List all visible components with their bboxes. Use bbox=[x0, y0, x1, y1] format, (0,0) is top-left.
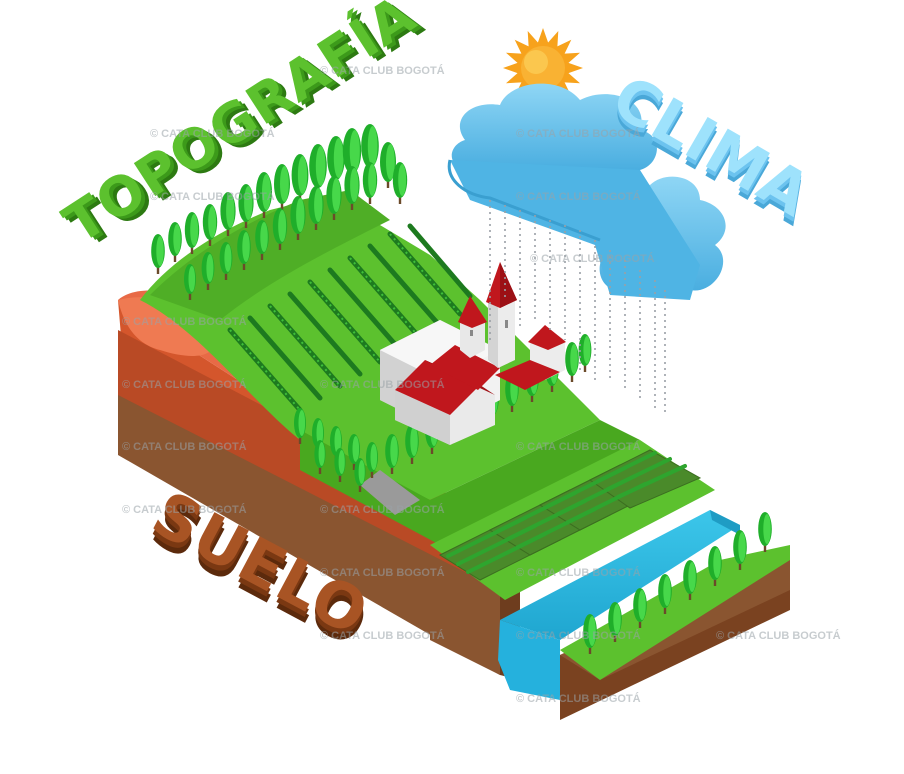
svg-text:© CATA CLUB BOGOTÁ: © CATA CLUB BOGOTÁ bbox=[122, 315, 247, 328]
tree-icon bbox=[255, 220, 269, 260]
tree-icon bbox=[683, 560, 697, 600]
tree-icon bbox=[578, 334, 592, 372]
svg-text:© CATA CLUB BOGOTÁ: © CATA CLUB BOGOTÁ bbox=[516, 629, 641, 642]
tree-icon bbox=[238, 184, 254, 228]
svg-text:© CATA CLUB BOGOTÁ: © CATA CLUB BOGOTÁ bbox=[516, 566, 641, 579]
tree-icon bbox=[168, 222, 182, 262]
tree-icon bbox=[201, 252, 215, 290]
tree-icon bbox=[202, 204, 218, 246]
tree-icon bbox=[184, 212, 200, 254]
tree-icon bbox=[220, 192, 236, 236]
tree-icon bbox=[658, 574, 672, 614]
tree-icon bbox=[294, 408, 306, 444]
svg-text:© CATA CLUB BOGOTÁ: © CATA CLUB BOGOTÁ bbox=[320, 503, 445, 516]
tree-icon bbox=[708, 546, 722, 586]
svg-text:© CATA CLUB BOGOTÁ: © CATA CLUB BOGOTÁ bbox=[122, 440, 247, 453]
tree-icon bbox=[237, 230, 251, 270]
tree-icon bbox=[633, 588, 647, 628]
svg-text:© CATA CLUB BOGOTÁ: © CATA CLUB BOGOTÁ bbox=[122, 503, 247, 516]
svg-text:© CATA CLUB BOGOTÁ: © CATA CLUB BOGOTÁ bbox=[516, 127, 641, 140]
tree-icon bbox=[184, 264, 196, 300]
church-icon bbox=[380, 262, 566, 445]
river-icon bbox=[498, 510, 740, 700]
tree-icon bbox=[308, 186, 324, 230]
tree-icon bbox=[274, 164, 290, 210]
tree-icon bbox=[326, 176, 342, 220]
tree-icon bbox=[314, 440, 326, 474]
svg-text:© CATA CLUB BOGOTÁ: © CATA CLUB BOGOTÁ bbox=[320, 378, 445, 391]
tree-icon bbox=[362, 162, 378, 204]
tree-icon bbox=[291, 154, 309, 202]
watermark-layer: © CATA CLUB BOGOTÁ © CATA CLUB BOGOTÁ © … bbox=[122, 64, 841, 705]
svg-text:© CATA CLUB BOGOTÁ: © CATA CLUB BOGOTÁ bbox=[516, 692, 641, 705]
tree-icon bbox=[309, 144, 327, 194]
tree-icon bbox=[342, 128, 362, 180]
svg-text:© CATA CLUB BOGOTÁ: © CATA CLUB BOGOTÁ bbox=[150, 190, 275, 203]
tree-icon bbox=[385, 434, 399, 474]
tree-icon bbox=[256, 172, 272, 218]
svg-text:© CATA CLUB BOGOTÁ: © CATA CLUB BOGOTÁ bbox=[516, 440, 641, 453]
tree-icon bbox=[392, 162, 408, 204]
vineyard-icon bbox=[227, 223, 473, 413]
svg-text:© CATA CLUB BOGOTÁ: © CATA CLUB BOGOTÁ bbox=[320, 64, 445, 77]
svg-text:© CATA CLUB BOGOTÁ: © CATA CLUB BOGOTÁ bbox=[530, 252, 655, 265]
tree-icon bbox=[366, 442, 378, 478]
vineyard-lower bbox=[438, 449, 702, 581]
tree-icon bbox=[290, 196, 306, 240]
tree-icon bbox=[334, 448, 346, 482]
tree-icon bbox=[380, 142, 396, 188]
tree-icon bbox=[565, 342, 579, 382]
tree-icon bbox=[272, 208, 288, 250]
tree-icon bbox=[151, 234, 165, 274]
svg-text:© CATA CLUB BOGOTÁ: © CATA CLUB BOGOTÁ bbox=[122, 378, 247, 391]
tree-icon bbox=[405, 424, 419, 464]
svg-text:© CATA CLUB BOGOTÁ: © CATA CLUB BOGOTÁ bbox=[716, 629, 841, 642]
tree-icon bbox=[354, 458, 366, 492]
tree-icon bbox=[219, 242, 233, 280]
rain-icon bbox=[489, 200, 666, 415]
tree-icon bbox=[583, 614, 597, 654]
svg-text:© CATA CLUB BOGOTÁ: © CATA CLUB BOGOTÁ bbox=[150, 127, 275, 140]
tree-icon bbox=[608, 602, 622, 642]
svg-text:© CATA CLUB BOGOTÁ: © CATA CLUB BOGOTÁ bbox=[320, 629, 445, 642]
tree-icon bbox=[344, 166, 360, 210]
tree-icon bbox=[733, 530, 747, 570]
svg-text:© CATA CLUB BOGOTÁ: © CATA CLUB BOGOTÁ bbox=[320, 566, 445, 579]
cloud-icon bbox=[447, 83, 726, 300]
svg-text:© CATA CLUB BOGOTÁ: © CATA CLUB BOGOTÁ bbox=[516, 190, 641, 203]
tree-icon bbox=[348, 434, 360, 470]
tree-icon bbox=[758, 512, 772, 552]
